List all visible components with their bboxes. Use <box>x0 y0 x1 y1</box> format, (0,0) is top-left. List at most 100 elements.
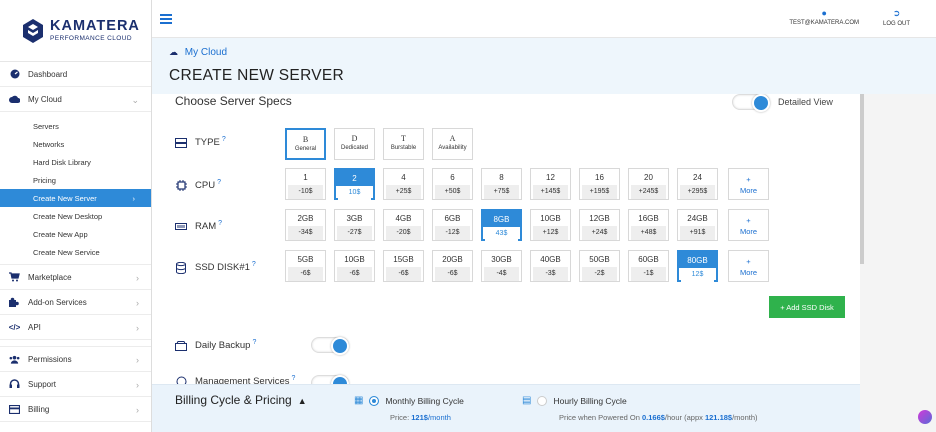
hamburger-menu-icon[interactable] <box>160 14 172 24</box>
chat-widget-icon[interactable] <box>918 410 932 424</box>
sidebar-subitem-create-new-desktop[interactable]: Create New Desktop <box>33 211 103 221</box>
ram-option[interactable]: 3GB-27$ <box>334 209 375 241</box>
type-letter: B <box>302 135 309 144</box>
cpu-option-price: +75$ <box>484 185 519 199</box>
cpu-option-price: +195$ <box>582 185 617 199</box>
daily-backup-label: Daily Backup <box>195 340 251 351</box>
ssd-option[interactable]: 60GB-1$ <box>628 250 669 282</box>
detailed-view-toggle[interactable] <box>732 94 770 112</box>
help-icon[interactable]: ? <box>251 261 256 268</box>
cpu-icon <box>175 180 187 191</box>
type-desc: Dedicated <box>340 145 369 151</box>
ram-icon <box>175 221 187 232</box>
cpu-row-label: CPU? <box>175 179 221 191</box>
ram-option[interactable]: 12GB +24$ <box>579 209 620 241</box>
headset-icon <box>9 379 20 390</box>
sidebar-item-marketplace[interactable]: Marketplace › <box>0 265 151 290</box>
daily-backup-toggle[interactable] <box>311 337 349 355</box>
cpu-option[interactable]: 8+75$ <box>481 168 522 200</box>
scrollbar-thumb[interactable] <box>860 94 864 264</box>
sidebar-subitem-create-new-server[interactable]: Create New Server › <box>0 189 151 207</box>
monthly-price-prefix: Price: <box>390 413 410 422</box>
hourly-radio[interactable] <box>537 395 548 406</box>
sidebar-subitem-create-new-service[interactable]: Create New Service <box>33 247 100 257</box>
sidebar-item-add-on-services[interactable]: Add-on Services › <box>0 290 151 315</box>
more-label: More <box>739 186 758 195</box>
sidebar-item-support[interactable]: Support › <box>0 372 151 397</box>
ram-label: RAM <box>195 221 217 232</box>
ram-option[interactable]: 4GB-20$ <box>383 209 424 241</box>
ram-option-price: +48$ <box>631 226 666 240</box>
ssd-option[interactable]: 15GB-6$ <box>383 250 424 282</box>
sidebar-item-label: Billing <box>28 404 50 414</box>
monthly-radio[interactable] <box>369 395 380 406</box>
cpu-option[interactable]: 6+50$ <box>432 168 473 200</box>
ram-option[interactable]: 16GB+48$ <box>628 209 669 241</box>
ram-option-price: +12$ <box>533 226 568 240</box>
help-icon[interactable]: ? <box>217 179 221 186</box>
cpu-option[interactable]: 16+195$ <box>579 168 620 200</box>
ram-option[interactable]: 10GB+12$ <box>530 209 571 241</box>
help-icon[interactable]: ? <box>291 375 296 382</box>
breadcrumb[interactable]: ☁ My Cloud <box>169 47 227 58</box>
ram-option-price: +91$ <box>680 226 715 240</box>
logout-link[interactable]: ➲ LOG OUT <box>883 8 910 27</box>
chevron-right-icon: › <box>136 405 139 415</box>
detailed-view-toggle-group: Detailed View <box>732 94 833 112</box>
ram-option[interactable]: 2GB-34$ <box>285 209 326 241</box>
ssd-option[interactable]: 50GB-2$ <box>579 250 620 282</box>
help-icon[interactable]: ? <box>252 339 257 346</box>
logo[interactable]: KAMATERA PERFORMANCE CLOUD <box>0 0 151 62</box>
ssd-option[interactable]: 30GB-4$ <box>481 250 522 282</box>
ram-option[interactable]: 24GB+91$ <box>677 209 718 241</box>
ram-more-button[interactable]: +More <box>728 209 769 241</box>
hourly-billing-option[interactable]: ▤ Hourly Billing Cycle <box>522 395 627 406</box>
ssd-option[interactable]: 10GB-6$ <box>334 250 375 282</box>
hourly-label: Hourly Billing Cycle <box>553 395 627 406</box>
sidebar-subitem-servers[interactable]: Servers <box>33 121 59 131</box>
ssd-option-price: -6$ <box>386 267 421 281</box>
monthly-price-value: 121$ <box>411 413 428 422</box>
billing-title[interactable]: Billing Cycle & Pricing▲ <box>175 393 307 407</box>
ram-option-price: +24$ <box>582 226 617 240</box>
sidebar-item-api[interactable]: </> API › <box>0 315 151 340</box>
help-icon[interactable]: ? <box>221 136 226 143</box>
cpu-option[interactable]: 4+25$ <box>383 168 424 200</box>
sidebar-item-my-cloud[interactable]: My Cloud ⌄ <box>0 87 151 112</box>
ssd-more-button[interactable]: +More <box>728 250 769 282</box>
cpu-option[interactable]: 24+295$ <box>677 168 718 200</box>
ram-option-value: 2GB <box>297 214 314 223</box>
cpu-option[interactable]: 12+145$ <box>530 168 571 200</box>
ssd-option[interactable]: 40GB-3$ <box>530 250 571 282</box>
sidebar-subitem-networks[interactable]: Networks <box>33 139 65 149</box>
add-ssd-disk-button[interactable]: + Add SSD Disk <box>769 296 845 318</box>
ram-option[interactable]: 6GB-12$ <box>432 209 473 241</box>
monthly-billing-option[interactable]: ▦ Monthly Billing Cycle <box>354 395 464 406</box>
sidebar-subitem-hard-disk-library[interactable]: Hard Disk Library <box>33 157 91 167</box>
sidebar-subitem-create-new-app[interactable]: Create New App <box>33 229 88 239</box>
backup-icon <box>175 340 187 351</box>
cpu-option[interactable]: 20+245$ <box>628 168 669 200</box>
chevron-right-icon: › <box>136 355 139 365</box>
ram-option-value: 12GB <box>589 214 610 223</box>
help-icon[interactable]: ? <box>218 220 223 227</box>
cpu-option[interactable]: 1-10$ <box>285 168 326 200</box>
sidebar-item-permissions[interactable]: Permissions › <box>0 347 151 372</box>
sidebar-subitem-pricing[interactable]: Pricing <box>33 175 56 185</box>
management-services-toggle[interactable] <box>311 375 349 384</box>
ssd-option[interactable]: 20GB-6$ <box>432 250 473 282</box>
sidebar-item-dashboard[interactable]: Dashboard <box>0 62 151 87</box>
cpu-more-button[interactable]: +More <box>728 168 769 200</box>
user-account-link[interactable]: ● TEST@KAMATERA.COM <box>789 8 859 26</box>
hourly-price: Price when Powered On 0.166$/hour (appx … <box>559 413 758 422</box>
ssd-option[interactable]: 5GB-6$ <box>285 250 326 282</box>
cpu-option-price: +295$ <box>680 185 715 199</box>
sidebar-item-billing[interactable]: Billing › <box>0 397 151 422</box>
